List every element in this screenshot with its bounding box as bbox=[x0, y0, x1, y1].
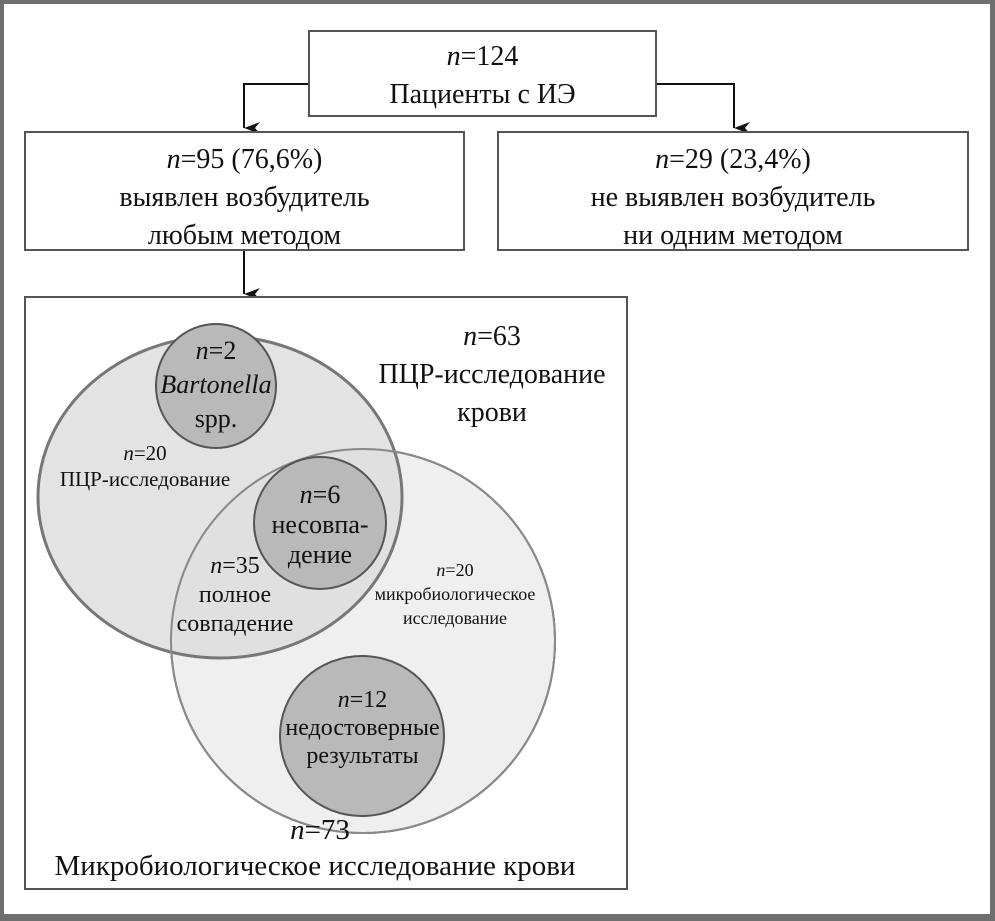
pcr-only-label: n=20 ПЦР-исследование bbox=[40, 440, 250, 492]
n-symbol: n bbox=[436, 560, 446, 580]
mismatch-circle bbox=[253, 456, 387, 590]
eq: = bbox=[222, 553, 236, 579]
detected-line1: выявлен возбудитель bbox=[119, 182, 370, 213]
arrow-to-right bbox=[656, 83, 750, 134]
pcr-total-line2: крови bbox=[457, 397, 527, 428]
full-match-line2: совпадение bbox=[176, 611, 294, 637]
detected-n: 95 bbox=[196, 144, 225, 175]
not-detected-n: 29 bbox=[684, 144, 713, 175]
eq: = bbox=[445, 560, 456, 580]
micro-only-n: 20 bbox=[455, 560, 474, 580]
bartonella-n: 2 bbox=[223, 336, 237, 365]
micro-total-line1: Микробиологическое исследование крови bbox=[54, 850, 576, 882]
pcr-total-label: n=63 ПЦР-исследование крови bbox=[362, 318, 622, 432]
unreliable-n: 12 bbox=[363, 687, 388, 713]
eq: = bbox=[477, 321, 493, 352]
micro-only-line1: микробиологическое bbox=[374, 584, 536, 604]
not-detected-box: n=29 (23,4%) не выявлен возбудитель ни о… bbox=[497, 131, 969, 251]
eq: = bbox=[460, 41, 477, 72]
eq: = bbox=[349, 687, 364, 713]
mismatch-line2: дение bbox=[287, 540, 353, 569]
unreliable-label: n=12 недостоверные результаты bbox=[280, 686, 445, 770]
not-detected-line1: не выявлен возбудитель bbox=[590, 182, 876, 213]
pcr-only-n: 20 bbox=[145, 441, 167, 465]
n-symbol: n bbox=[446, 41, 461, 72]
pcr-only-line1: ПЦР-исследование bbox=[59, 467, 231, 491]
bartonella-circle bbox=[155, 323, 277, 449]
micro-total-label: n=73 Микробиологическое исследование кро… bbox=[30, 812, 600, 884]
bartonella-spp: spp. bbox=[194, 404, 238, 433]
n-symbol: n bbox=[166, 144, 181, 175]
n-symbol: n bbox=[210, 553, 223, 579]
eq: = bbox=[669, 144, 685, 175]
root-label: Пациенты с ИЭ bbox=[389, 79, 576, 110]
full-match-line1: полное bbox=[198, 582, 272, 608]
unreliable-circle bbox=[279, 655, 445, 817]
detected-line2: любым методом bbox=[147, 220, 342, 251]
pcr-total-line1: ПЦР-исследование bbox=[378, 359, 606, 390]
pcr-total-n: 63 bbox=[492, 321, 521, 352]
not-detected-pct: (23,4%) bbox=[719, 144, 811, 175]
eq: = bbox=[208, 336, 224, 365]
arrow-to-left bbox=[243, 83, 308, 134]
mismatch-label: n=6 несовпа- дение bbox=[260, 480, 380, 570]
micro-set-outline bbox=[170, 448, 556, 834]
eq: = bbox=[304, 814, 321, 846]
eq: = bbox=[180, 144, 197, 175]
n-symbol: n bbox=[195, 336, 209, 365]
bartonella-label: n=2 Bartonella spp. bbox=[156, 334, 276, 436]
unreliable-line2: результаты bbox=[306, 743, 419, 769]
n-symbol: n bbox=[655, 144, 670, 175]
n-symbol: n bbox=[290, 814, 305, 846]
n-symbol: n bbox=[123, 441, 134, 465]
unreliable-line1: недостоверные bbox=[285, 715, 440, 741]
detected-pct: (76,6%) bbox=[231, 144, 323, 175]
micro-total-n: 73 bbox=[320, 814, 350, 846]
bartonella-genus: Bartonella bbox=[160, 370, 272, 399]
not-detected-line2: ни одним методом bbox=[623, 220, 843, 251]
n-symbol: n bbox=[337, 687, 350, 713]
detected-box: n=95 (76,6%) выявлен возбудитель любым м… bbox=[24, 131, 465, 251]
mismatch-line1: несовпа- bbox=[271, 510, 369, 539]
eq: = bbox=[312, 480, 328, 509]
root-n: 124 bbox=[476, 41, 519, 72]
n-symbol: n bbox=[463, 321, 478, 352]
micro-only-line2: исследование bbox=[402, 608, 507, 628]
root-box: n=124 Пациенты с ИЭ bbox=[308, 30, 657, 117]
full-match-n: 35 bbox=[235, 553, 260, 579]
eq: = bbox=[133, 441, 146, 465]
n-symbol: n bbox=[299, 480, 313, 509]
mismatch-n: 6 bbox=[327, 480, 341, 509]
full-match-label: n=35 полное совпадение bbox=[165, 552, 305, 639]
micro-only-label: n=20 микробиологическое исследование bbox=[365, 558, 545, 630]
